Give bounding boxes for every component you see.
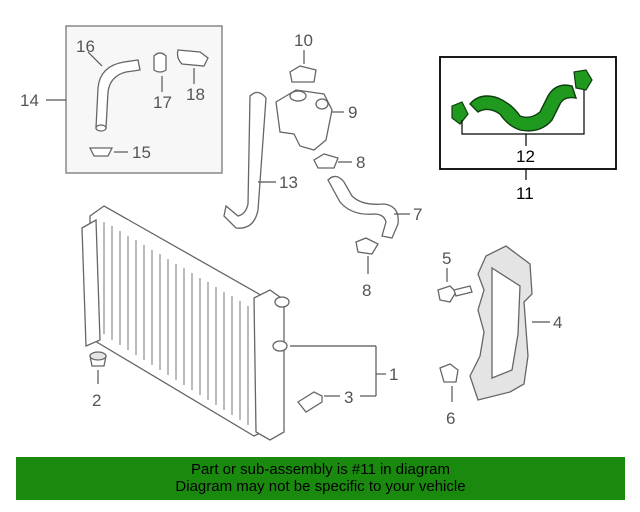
part-5-bolt: 5 [437,249,473,303]
banner-line-1: Part or sub-assembly is #11 in diagram [191,461,450,478]
parts-diagram: 14 16 17 18 15 10 9 13 [20,25,617,441]
part-13-hose: 13 [223,91,298,229]
callout-12: 12 [516,147,535,166]
part-7-hose: 7 [327,175,422,239]
callout-11: 11 [516,184,534,203]
callout-8-lower: 8 [362,281,371,300]
connector-18 [176,49,209,67]
clamp-17 [153,52,167,73]
callout-13: 13 [279,173,298,192]
callout-1: 1 [389,365,398,384]
part-6-nut: 6 [439,363,459,428]
cap-15 [88,147,114,157]
callout-10: 10 [294,31,313,50]
part-8-clamp-upper: 8 [313,153,365,172]
callout-9: 9 [348,103,357,122]
callout-5: 5 [442,249,451,268]
hose-11-highlight [469,84,578,132]
part-2-plug: 2 [89,351,107,410]
callout-16: 16 [76,37,95,56]
callout-14: 14 [20,91,39,110]
banner-line-2: Diagram may not be specific to your vehi… [175,478,466,495]
part-4-shroud: 4 [469,245,562,401]
part-3-drain-cock: 3 [297,388,376,413]
callout-6: 6 [446,409,455,428]
callout-18: 18 [186,85,205,104]
radiator [81,205,290,441]
info-banner: Part or sub-assembly is #11 in diagram D… [16,457,625,500]
part-10-cap: 10 [289,31,317,83]
part-9-housing: 9 [275,89,357,151]
callout-7: 7 [413,205,422,224]
callout-3: 3 [344,388,353,407]
callout-8-upper: 8 [356,153,365,172]
callout-17: 17 [153,93,172,112]
callout-4: 4 [553,313,562,332]
hose-16 [95,59,141,129]
callout-15: 15 [132,143,151,162]
inset-box-14: 14 16 17 18 15 [20,25,223,174]
inset-box-11: 12 11 [439,56,617,203]
callout-2: 2 [92,391,101,410]
part-8-clamp-lower: 8 [355,237,379,300]
